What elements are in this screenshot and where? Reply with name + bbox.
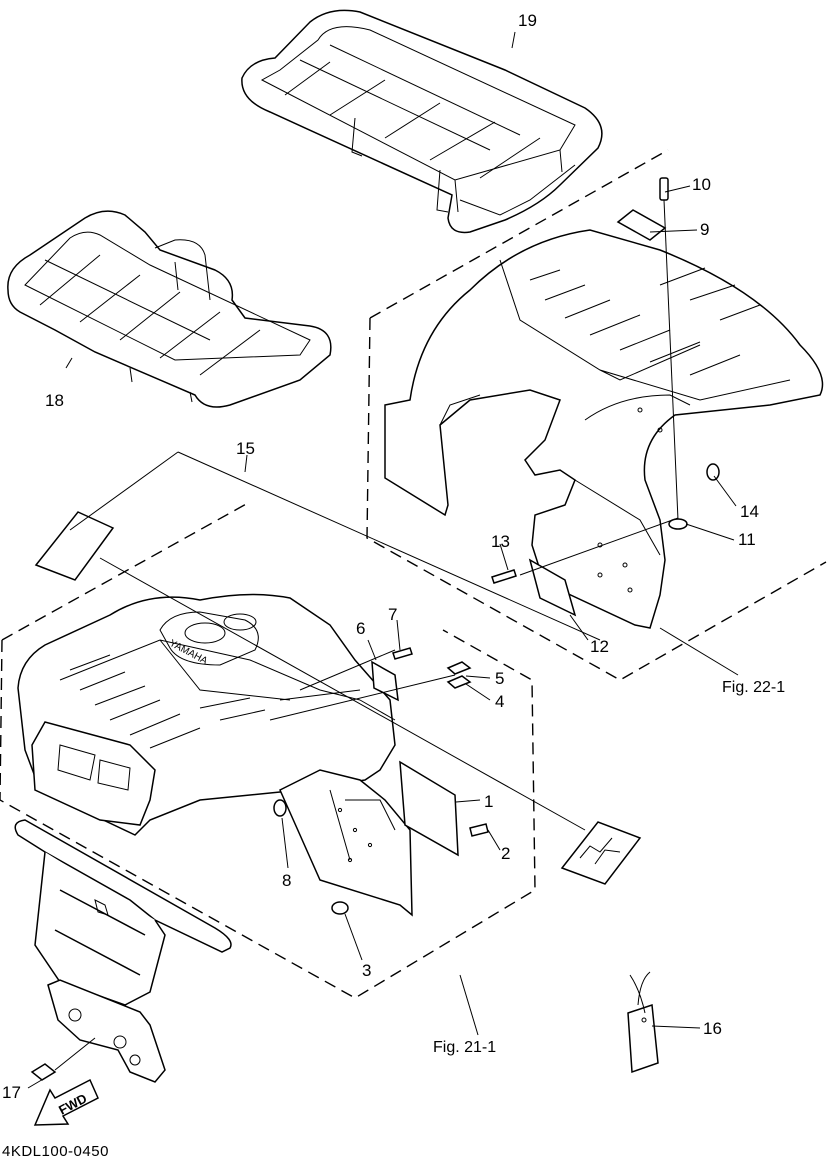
callout-12: 12	[590, 637, 609, 656]
hang-tag	[627, 971, 659, 1074]
callout-15: 15	[236, 439, 255, 458]
callout-17: 17	[2, 1083, 21, 1102]
drawing-code: 4KDL100-0450	[2, 1143, 109, 1160]
leader-lines	[27, 31, 739, 1089]
warning-decal	[34, 451, 642, 885]
rear-carrier	[241, 9, 603, 234]
figure-ref-22-1: Fig. 22-1	[722, 679, 786, 696]
callout-13: 13	[491, 532, 510, 551]
callout-16: 16	[703, 1019, 722, 1038]
callout-18: 18	[45, 391, 64, 410]
callout-9: 9	[700, 220, 710, 239]
figure-ref-21-1: Fig. 21-1	[433, 1039, 497, 1056]
callout-8: 8	[282, 871, 292, 890]
callout-2: 2	[501, 844, 511, 863]
callout-3: 3	[362, 961, 372, 980]
front-guard	[14, 819, 232, 1083]
front-carrier	[7, 210, 332, 408]
rear-fasteners	[491, 177, 720, 617]
front-fender-group	[0, 502, 536, 999]
fwd-decal: FWD	[30, 1063, 99, 1126]
callout-10: 10	[692, 175, 711, 194]
rear-fender-group	[366, 149, 827, 681]
callout-5: 5	[495, 669, 505, 688]
callout-14: 14	[740, 502, 759, 521]
callout-7: 7	[388, 605, 398, 624]
callout-11: 11	[738, 530, 756, 549]
callout-6: 6	[356, 619, 366, 638]
front-fasteners	[269, 647, 489, 915]
callout-1: 1	[484, 792, 494, 811]
callout-19: 19	[518, 11, 537, 30]
callout-4: 4	[495, 692, 505, 711]
